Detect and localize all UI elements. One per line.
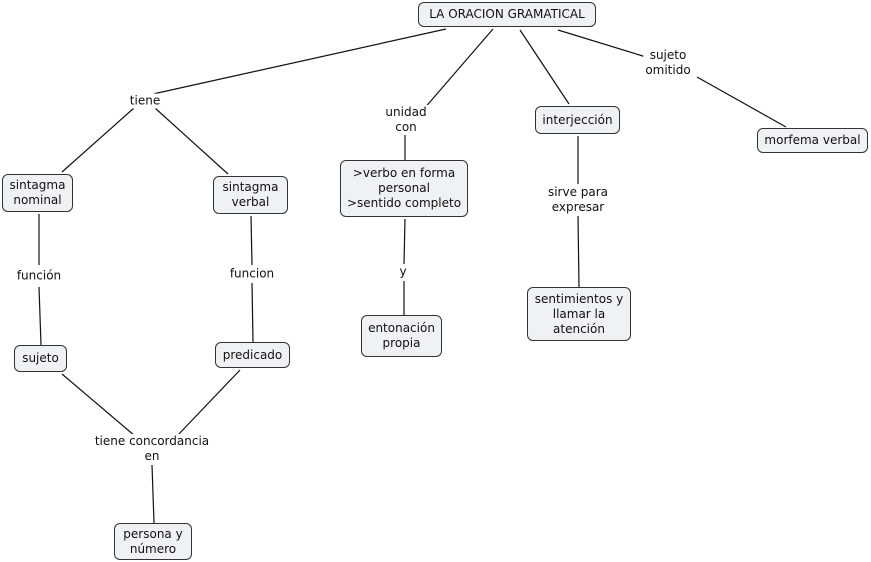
connector-line — [696, 76, 787, 128]
link-label-funcion1: función — [14, 268, 64, 284]
concept-node-interj[interactable]: interjección — [535, 106, 620, 134]
concept-node-root[interactable]: LA ORACION GRAMATICAL — [418, 2, 596, 27]
concept-node-sujeto[interactable]: sujeto — [14, 345, 67, 372]
link-label-concordancia: tiene concordancia en — [92, 434, 212, 464]
link-label-omitido: sujeto omitido — [643, 48, 693, 78]
concept-node-predicado[interactable]: predicado — [215, 342, 290, 368]
connector-line — [151, 464, 155, 524]
link-label-unidad: unidad con — [383, 105, 429, 135]
link-label-funcion2: funcion — [227, 266, 277, 282]
connector-line — [152, 28, 447, 95]
connector-line — [557, 29, 647, 58]
link-label-y: y — [397, 264, 409, 280]
concept-node-morfema[interactable]: morfema verbal — [757, 128, 868, 153]
concept-node-verbo[interactable]: >verbo en forma personal >sentido comple… — [340, 160, 468, 217]
connector-line — [519, 29, 570, 105]
concept-node-sentimientos[interactable]: sentimientos y llamar la atención — [527, 287, 631, 341]
concept-node-persona[interactable]: persona y número — [114, 523, 192, 560]
concept-node-entonacion[interactable]: entonación propia — [361, 315, 442, 357]
connector-line — [403, 218, 406, 265]
connector-line — [154, 107, 229, 175]
connector-line — [176, 369, 241, 437]
link-label-sirve: sirve para expresar — [545, 185, 611, 215]
connector-line — [61, 373, 136, 437]
connector-line — [250, 215, 253, 266]
connector-line — [577, 215, 580, 288]
connector-line — [61, 107, 135, 173]
concept-node-sv[interactable]: sintagma verbal — [213, 176, 288, 214]
connector-line — [422, 28, 494, 111]
concept-node-sn[interactable]: sintagma nominal — [2, 174, 73, 212]
link-label-tiene: tiene — [127, 93, 163, 109]
connector-line — [38, 286, 42, 346]
connector-line — [251, 282, 254, 343]
